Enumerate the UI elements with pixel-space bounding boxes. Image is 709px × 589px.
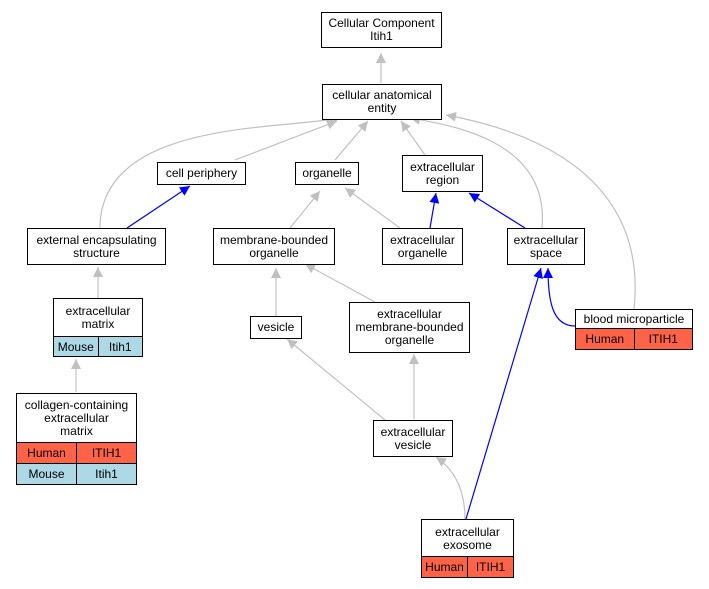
species-cell: Mouse xyxy=(54,337,98,356)
annotation-table-extracellular-matrix: Mouse Itih1 xyxy=(53,336,143,357)
node-label: extracellular organelle xyxy=(390,232,455,260)
node-external-encapsulating-structure[interactable]: external encapsulating structure xyxy=(27,228,166,265)
gene-cell: ITIH1 xyxy=(633,329,692,349)
node-label: vesicle xyxy=(257,320,295,334)
edge-ees-to-cp xyxy=(126,185,191,229)
gene-cell: ITIH1 xyxy=(467,557,513,577)
gene-cell: ITIH1 xyxy=(76,443,136,463)
edge-cp-to-cae xyxy=(234,119,338,161)
annotation-table-blood-microparticle: Human ITIH1 xyxy=(575,328,693,350)
edge-es-to-cae xyxy=(409,114,543,229)
species-cell: Human xyxy=(17,443,76,463)
annotation-row: Mouse Itih1 xyxy=(54,337,142,356)
node-label: collagen-containing extracellular matrix xyxy=(24,398,129,438)
node-collagen-containing-extracellular-matrix[interactable]: collagen-containing extracellular matrix xyxy=(16,393,137,443)
annotation-table-collagen-containing-extracellular-matrix: Human ITIH1 Mouse Itih1 xyxy=(16,442,137,485)
node-label: membrane-bounded organelle xyxy=(219,232,329,260)
edge-eo-to-org xyxy=(344,187,401,229)
node-label: blood microparticle xyxy=(583,312,685,326)
edge-embo-to-mbo xyxy=(304,263,376,303)
node-label: external encapsulating structure xyxy=(36,232,157,260)
node-extracellular-matrix[interactable]: extracellular matrix xyxy=(53,298,143,337)
node-cell-periphery[interactable]: cell periphery xyxy=(157,162,246,185)
node-extracellular-space[interactable]: extracellular space xyxy=(507,228,585,265)
node-label: Cellular Component Itih1 xyxy=(328,16,435,43)
edge-eo-to-er xyxy=(429,192,440,229)
node-extracellular-membrane-bounded-organelle[interactable]: extracellular membrane-bounded organelle xyxy=(349,302,470,353)
annotation-row: Human ITIH1 xyxy=(17,443,136,463)
edge-bmp-to-cae xyxy=(445,111,636,310)
edge-exo-to-ev xyxy=(435,456,466,520)
edge-ev-to-ves xyxy=(286,338,386,421)
node-vesicle[interactable]: vesicle xyxy=(250,316,302,339)
node-extracellular-organelle[interactable]: extracellular organelle xyxy=(382,228,463,265)
node-extracellular-exosome[interactable]: extracellular exosome xyxy=(421,519,514,557)
gene-cell: Itih1 xyxy=(97,337,142,356)
node-extracellular-region[interactable]: extracellular region xyxy=(402,155,483,192)
annotation-table-extracellular-exosome: Human ITIH1 xyxy=(421,556,514,578)
node-cellular-component[interactable]: Cellular Component Itih1 xyxy=(321,12,442,48)
node-label: extracellular matrix xyxy=(65,304,131,331)
edge-exo-to-es xyxy=(465,267,543,520)
node-extracellular-vesicle[interactable]: extracellular vesicle xyxy=(373,420,453,457)
node-label: extracellular vesicle xyxy=(380,424,446,452)
node-cellular-anatomical-entity[interactable]: cellular anatomical entity xyxy=(322,84,442,120)
annotation-row: Mouse Itih1 xyxy=(17,463,136,484)
node-label: organelle xyxy=(302,166,352,180)
node-label: cellular anatomical entity xyxy=(332,88,432,115)
gene-cell: Itih1 xyxy=(76,464,136,484)
node-label: extracellular exosome xyxy=(435,524,500,552)
node-label: cell periphery xyxy=(165,166,238,180)
edge-es-to-er xyxy=(468,192,526,229)
node-label: extracellular space xyxy=(513,232,579,260)
species-cell: Human xyxy=(576,329,634,349)
species-cell: Human xyxy=(422,557,467,577)
annotation-row: Human ITIH1 xyxy=(576,329,692,349)
node-blood-microparticle[interactable]: blood microparticle xyxy=(575,309,693,329)
edge-ees-to-cae xyxy=(99,115,341,229)
edge-mbo-to-org xyxy=(289,190,321,229)
edge-er-to-cae xyxy=(400,120,426,156)
edge-bmp-to-es xyxy=(543,267,576,327)
edge-org-to-cae xyxy=(334,120,369,161)
node-label: extracellular region xyxy=(410,159,475,187)
species-cell: Mouse xyxy=(17,464,76,484)
annotation-row: Human ITIH1 xyxy=(422,557,513,577)
node-membrane-bounded-organelle[interactable]: membrane-bounded organelle xyxy=(213,228,335,265)
node-organelle[interactable]: organelle xyxy=(295,162,359,185)
node-label: extracellular membrane-bounded organelle xyxy=(355,307,464,347)
